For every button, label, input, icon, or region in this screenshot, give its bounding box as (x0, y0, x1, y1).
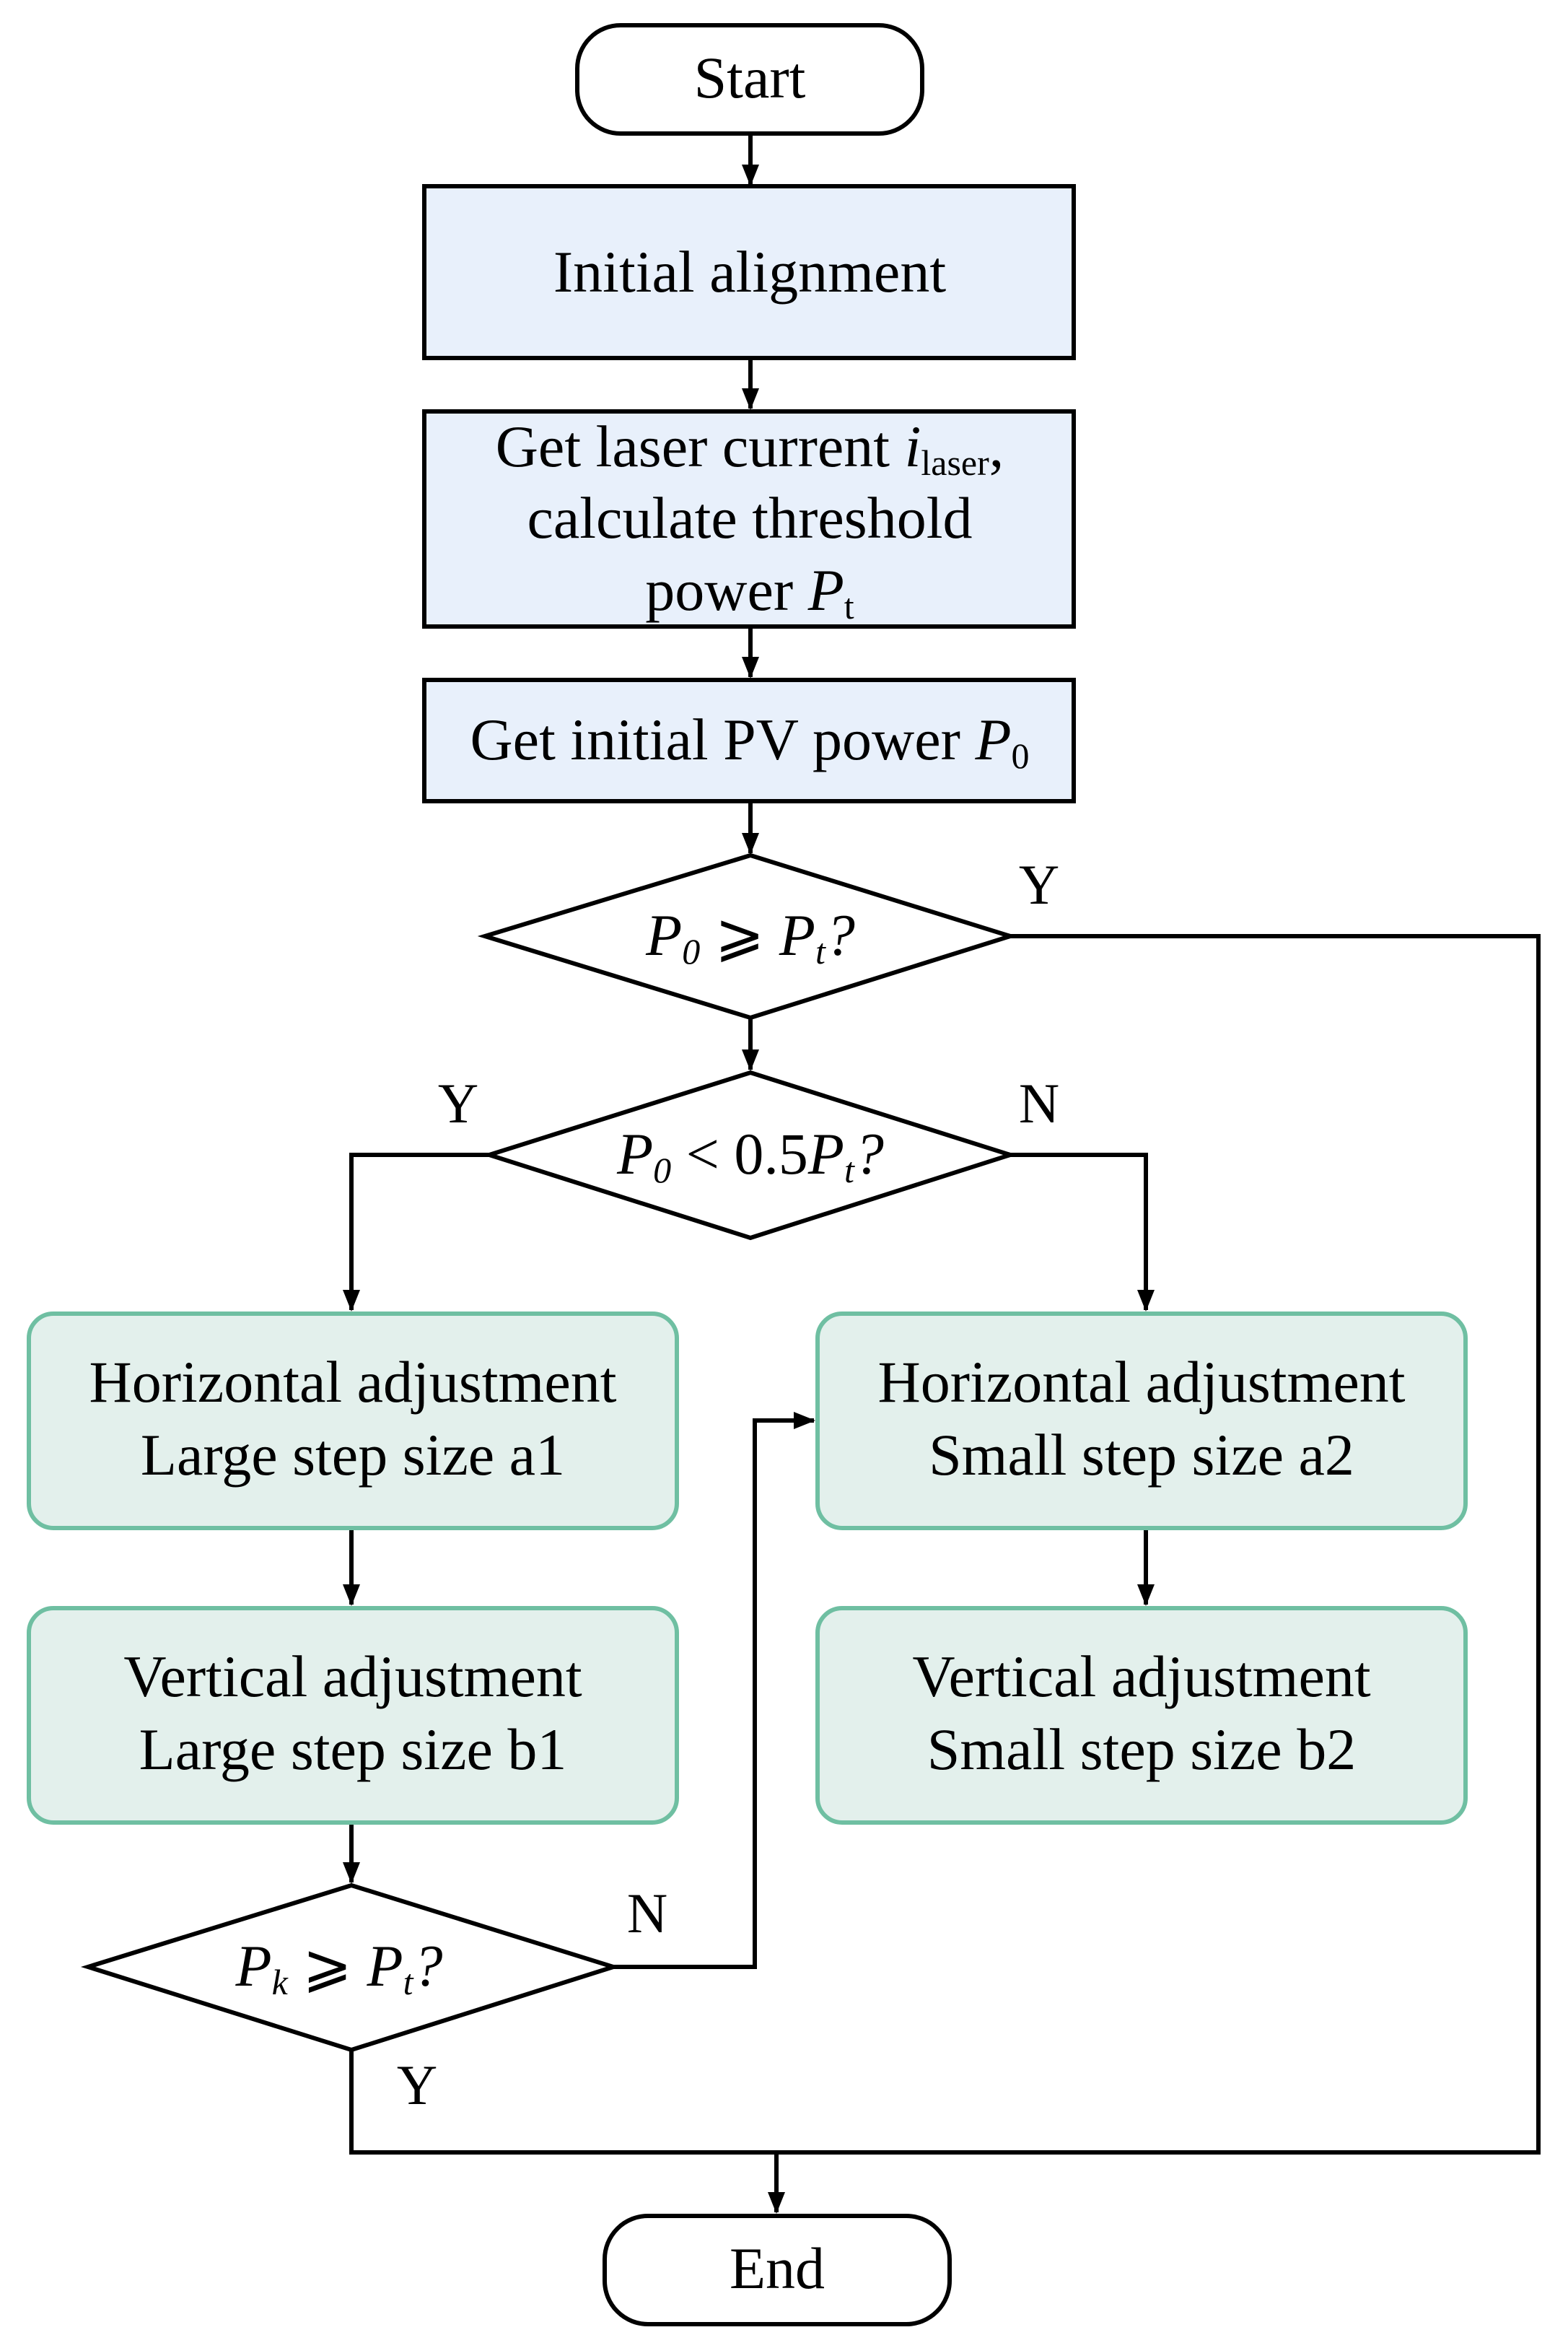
decision-p0-ge-pt: P0 ⩾ Pt? (477, 852, 1018, 1021)
vertical-small-line-1: Vertical adjustment (912, 1644, 1371, 1709)
threshold-power-var: P (807, 557, 844, 623)
pt-sub: t (403, 1962, 414, 2002)
decision-pk-ge-pt: Pk ⩾ Pt? (80, 1882, 621, 2053)
laser-current-prefix: Get laser current (496, 414, 905, 479)
ge-operator: ⩾ (700, 902, 779, 968)
edge-decision-3-no-to-horizontal-small (613, 1412, 815, 1969)
start-label: Start (694, 45, 806, 110)
horizontal-small-node: Horizontal adjustment Small step size a2 (815, 1312, 1468, 1530)
pt-sub: t (844, 1150, 855, 1190)
label-decision-1-yes: Y (1019, 853, 1059, 916)
decision-pk-ge-pt-label: Pk ⩾ Pt? (235, 1933, 442, 2002)
edge-decision-2-no-to-horizontal-small (1010, 1153, 1155, 1312)
connectors (343, 136, 1541, 2214)
laser-current-var: i (905, 414, 921, 479)
pt-var: P (367, 1933, 403, 1999)
laser-current-line-3: power Pt (645, 557, 854, 627)
question-mark: ? (825, 902, 855, 968)
laser-current-line-2: calculate threshold (527, 485, 972, 551)
initial-alignment-node: Initial alignment (422, 184, 1076, 360)
pt-var: P (779, 902, 815, 968)
get-initial-pv-node: Get initial PV power P0 (422, 678, 1076, 803)
edge-decision-1-yes-to-end (776, 934, 1541, 2155)
question-mark: ? (413, 1933, 443, 1999)
end-node: End (603, 2214, 952, 2326)
p0-sub: 0 (653, 1150, 671, 1190)
laser-current-sub: laser (921, 442, 989, 483)
p0-var: P (616, 1121, 653, 1187)
lt-operator: < 0.5 (671, 1121, 808, 1187)
label-decision-3-yes: Y (397, 2054, 437, 2116)
threshold-power-prefix: power (645, 557, 807, 623)
initial-pv-sub: 0 (1012, 736, 1030, 776)
end-label: End (730, 2235, 825, 2301)
label-decision-2-yes: Y (438, 1072, 478, 1135)
get-laser-current-node: Get laser current ilaser, calculate thre… (422, 409, 1076, 629)
initial-pv-label: Get initial PV power P0 (470, 707, 1029, 776)
vertical-large-line-1: Vertical adjustment (123, 1644, 582, 1709)
label-decision-3-no: N (627, 1882, 667, 1945)
edge-decision-3-yes-to-end (349, 2050, 776, 2155)
initial-pv-prefix: Get initial PV power (470, 707, 975, 772)
pt-sub: t (815, 931, 826, 972)
ge-operator: ⩾ (288, 1933, 367, 1999)
initial-pv-var: P (974, 707, 1011, 772)
decision-p0-ge-pt-label: P0 ⩾ Pt? (645, 902, 855, 972)
vertical-large-line-2: Large step size b1 (139, 1716, 567, 1782)
pk-var: P (235, 1933, 271, 1999)
horizontal-small-line-2: Small step size a2 (929, 1422, 1354, 1488)
question-mark: ? (854, 1121, 884, 1187)
edge-decision-2-yes-to-horizontal-large (343, 1153, 489, 1312)
horizontal-large-line-2: Large step size a1 (141, 1422, 565, 1488)
label-decision-2-no: N (1019, 1072, 1059, 1135)
laser-current-line-1: Get laser current ilaser, (496, 414, 1004, 483)
decision-p0-lt-half-pt-label: P0 < 0.5Pt? (616, 1121, 884, 1190)
initial-alignment-label: Initial alignment (553, 239, 946, 305)
p0-sub: 0 (682, 931, 700, 972)
p0-var: P (645, 902, 682, 968)
horizontal-small-line-1: Horizontal adjustment (878, 1349, 1406, 1415)
laser-current-suffix: , (989, 414, 1004, 479)
threshold-power-sub: t (844, 586, 854, 627)
horizontal-large-node: Horizontal adjustment Large step size a1 (27, 1312, 679, 1530)
vertical-large-node: Vertical adjustment Large step size b1 (27, 1606, 679, 1825)
vertical-small-node: Vertical adjustment Small step size b2 (815, 1606, 1468, 1825)
pt-var: P (807, 1121, 844, 1187)
edge-labels: Y Y N N Y (397, 853, 1059, 2116)
start-node: Start (575, 23, 924, 136)
horizontal-large-line-1: Horizontal adjustment (89, 1349, 617, 1415)
vertical-small-line-2: Small step size b2 (927, 1716, 1356, 1782)
decision-p0-lt-half-pt: P0 < 0.5Pt? (482, 1070, 1017, 1241)
pk-sub: k (272, 1962, 289, 2002)
